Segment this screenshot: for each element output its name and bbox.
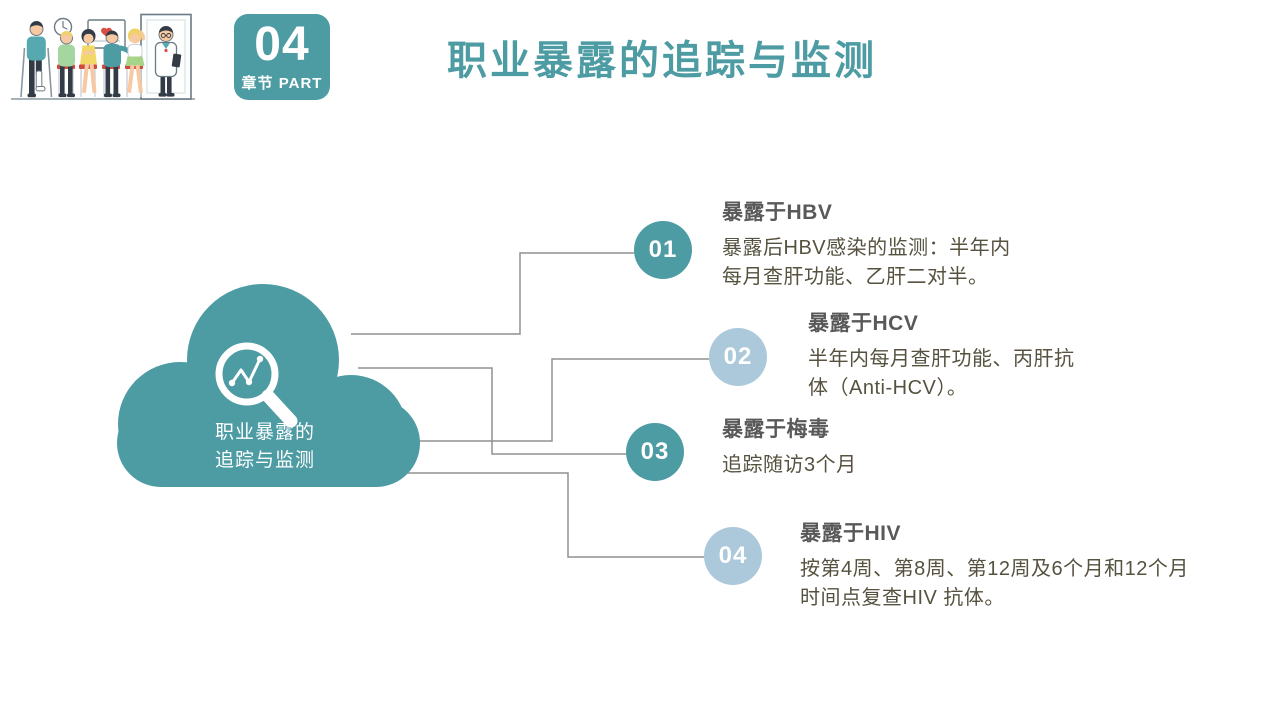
doctor-figure (154, 26, 182, 97)
connector-02 (414, 358, 709, 442)
chapter-badge: 04 章节 PART (234, 14, 330, 100)
node-circle-01: 01 (634, 221, 692, 279)
magnifier-trend-icon (215, 342, 298, 428)
connector-lines (351, 252, 709, 558)
cloud-caption-line2: 追踪与监测 (214, 450, 315, 471)
page-title: 职业暴露的追踪与监测 (447, 39, 877, 83)
connector-04 (396, 472, 704, 558)
cloud-caption: 职业暴露的 追踪与监测 (165, 419, 365, 475)
item-hiv-heading: 暴露于HIV (800, 522, 902, 545)
node-circle-03: 03 (626, 423, 684, 481)
item-hbv-body: 暴露后HBV感染的监测：半年内每月查肝功能、乙肝二对半。 (722, 237, 1011, 288)
item-hbv-heading: 暴露于HBV (722, 201, 833, 224)
item-hcv-heading: 暴露于HCV (808, 312, 919, 335)
item-syphilis: 暴露于梅毒 追踪随访3个月 (722, 413, 1052, 480)
item-hcv: 暴露于HCV 半年内每月查肝功能、丙肝抗体（Anti-HCV）。 (808, 307, 1080, 403)
patient-with-crutches (20, 21, 53, 98)
item-syphilis-heading: 暴露于梅毒 (722, 418, 830, 441)
item-syphilis-body: 追踪随访3个月 (722, 454, 857, 476)
connector-03 (358, 367, 626, 455)
chapter-label: 章节 PART (241, 75, 323, 92)
seated-patient-green (58, 31, 75, 98)
node-circle-04: 04 (704, 527, 762, 585)
connector-01 (351, 252, 634, 335)
item-hiv-body: 按第4周、第8周、第12周及6个月和12个月时间点复查HIV 抗体。 (800, 558, 1189, 609)
cloud-caption-line1: 职业暴露的 (214, 422, 315, 443)
waiting-room-illustration (11, 13, 195, 100)
item-hbv: 暴露于HBV 暴露后HBV感染的监测：半年内每月查肝功能、乙肝二对半。 (722, 196, 1022, 292)
node-circle-02: 02 (709, 328, 767, 386)
chapter-number: 04 (254, 18, 310, 71)
seated-patient-blonde (125, 28, 146, 94)
item-hiv: 暴露于HIV 按第4周、第8周、第12周及6个月和12个月时间点复查HIV 抗体… (800, 517, 1196, 613)
item-hcv-body: 半年内每月查肝功能、丙肝抗体（Anti-HCV）。 (808, 348, 1075, 399)
cloud-shape (117, 284, 420, 487)
seated-patient-yellow (80, 29, 97, 94)
